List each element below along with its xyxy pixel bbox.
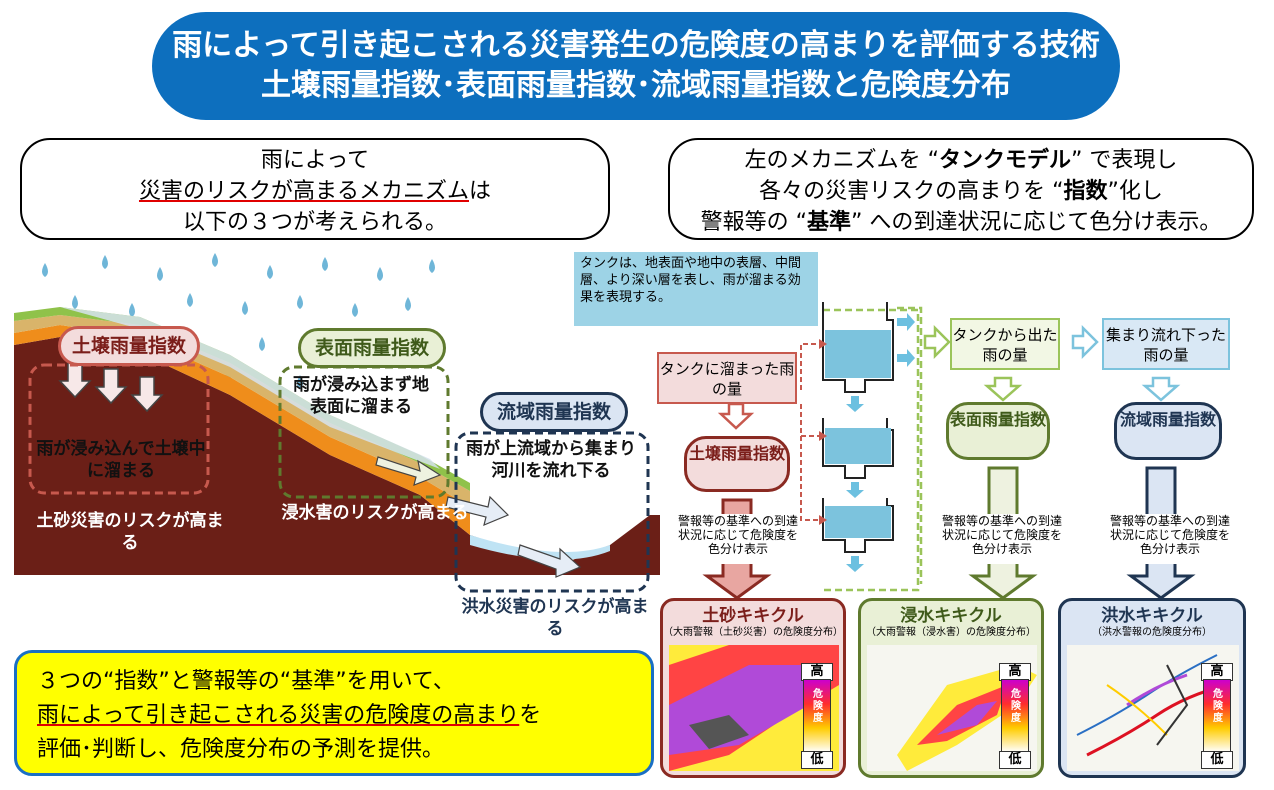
inundation-risk-text: 浸水害のリスクが高まる — [281, 503, 469, 523]
intro-line-2-rest: は — [469, 179, 492, 204]
warn-note-soil: 警報等の基準への到達状況に応じて危険度を色分け表示 — [676, 514, 800, 564]
tank-model-intro-box: 左のメカニズムを “タンクモデル” で表現し 各々の災害リスクの高まりを “指数… — [668, 138, 1254, 240]
soil-index-label: 土壌雨量指数 — [58, 326, 200, 366]
tank-intro-line-2: 各々の災害リスクの高まりを “指数”化し — [759, 179, 1163, 204]
scale-low: 低 — [801, 751, 833, 769]
risk-scale-bar — [803, 679, 831, 753]
summary-line-2: 雨によって引き起こされる災害の危険度の高まりを — [37, 703, 542, 728]
tank-explanation: タンクは、地表面や地中の表層、中間層、より深い層を表し、雨が溜まる効果を表現する… — [574, 252, 818, 326]
risk-scale-bar — [1001, 679, 1029, 753]
landscape-illustration — [14, 253, 660, 593]
panel-title: 浸水キキクル — [900, 606, 1002, 626]
scale-middle: 危険度 — [813, 689, 823, 724]
panel-subtitle: （大雨警報（土砂災害）の危険度分布） — [663, 627, 843, 638]
intro-line-2: 災害のリスクが高まるメカニズムは — [22, 176, 608, 207]
basin-mechanism-note: 雨が上流域から集まり河川を流れ下る — [466, 439, 636, 481]
tank-basin-index: 流域雨量指数 — [1114, 402, 1222, 460]
tank-surface-index: 表面雨量指数 — [946, 402, 1050, 460]
title-line-2: 土壌雨量指数･表面雨量指数･流域雨量指数と危険度分布 — [261, 68, 1011, 103]
flood-risk-map: 高 危険度 低 — [1067, 645, 1239, 771]
inundation-kikikuru-panel: 浸水キキクル （大雨警報（浸水害）の危険度分布） 高 危険度 低 — [858, 598, 1044, 778]
flood-kikikuru-panel: 洪水キキクル （洪水警報の危険度分布） 高 危険度 低 — [1058, 598, 1246, 778]
title-line-1: 雨によって引き起こされる災害発生の危険度の高まりを評価する技術 — [172, 28, 1100, 63]
sediment-risk-text: 土砂災害のリスクが高まる — [36, 511, 224, 553]
surface-mechanism-note: 雨が浸み込まず地表面に溜まる — [293, 375, 429, 417]
warn-note-surface: 警報等の基準への到達状況に応じて危険度を色分け表示 — [940, 514, 1064, 564]
panel-subtitle: （大雨警報（浸水害）の危険度分布） — [866, 627, 1036, 638]
surface-index-label: 表面雨量指数 — [298, 328, 446, 368]
risk-scale-bar — [1203, 679, 1231, 753]
sediment-risk-map: 高 危険度 低 — [669, 645, 839, 771]
summary-box: ３つの“指数”と警報等の“基準”を用いて、 雨によって引き起こされる災害の危険度… — [14, 650, 654, 776]
summary-line-1: ３つの“指数”と警報等の“基準”を用いて、 — [37, 669, 455, 694]
scale-low: 低 — [999, 751, 1031, 769]
sediment-kikikuru-panel: 土砂キキクル （大雨警報（土砂災害）の危険度分布） 高 危険度 低 — [660, 598, 846, 778]
intro-underlined: 災害のリスクが高まるメカニズム — [138, 179, 469, 204]
inundation-risk-map: 高 危険度 低 — [867, 645, 1037, 771]
tank-intro-line-1: 左のメカニズムを “タンクモデル” で表現し — [744, 148, 1178, 173]
summary-line-3: 評価･判断し、危険度分布の予測を提供。 — [37, 737, 445, 762]
intro-line-3: 以下の３つが考えられる。 — [182, 210, 447, 235]
scale-high: 高 — [801, 663, 833, 681]
mechanism-intro-box: 雨によって 災害のリスクが高まるメカニズムは 以下の３つが考えられる。 — [20, 138, 610, 240]
outflow-rain-box: タンクから出た雨の量 — [950, 318, 1060, 370]
flood-risk-text: 洪水災害のリスクが高まる — [461, 597, 649, 639]
panel-title: 洪水キキクル — [1101, 606, 1203, 626]
panel-subtitle: （洪水警報の危険度分布） — [1092, 627, 1212, 638]
scale-middle: 危険度 — [1213, 689, 1223, 724]
scale-low: 低 — [1201, 751, 1233, 769]
tank-soil-index: 土壌雨量指数 — [684, 436, 790, 492]
intro-line-1: 雨によって — [260, 148, 370, 173]
panel-title: 土砂キキクル — [702, 606, 804, 626]
soil-mechanism-note: 雨が浸み込んで土壌中に溜まる — [36, 439, 206, 481]
tank-intro-line-3: 警報等の “基準” への到達状況に応じて色分け表示。 — [700, 210, 1222, 235]
warn-note-basin: 警報等の基準への到達状況に応じて危険度を色分け表示 — [1108, 514, 1232, 564]
title-banner: 雨によって引き起こされる災害発生の危険度の高まりを評価する技術 土壌雨量指数･表… — [152, 12, 1120, 120]
scale-middle: 危険度 — [1011, 689, 1021, 724]
gathered-rain-box: 集まり流れ下った雨の量 — [1102, 318, 1230, 370]
basin-index-label: 流域雨量指数 — [480, 392, 628, 432]
stored-rain-box: タンクに溜まった雨の量 — [657, 352, 797, 404]
infiltration-arrows — [58, 362, 164, 413]
